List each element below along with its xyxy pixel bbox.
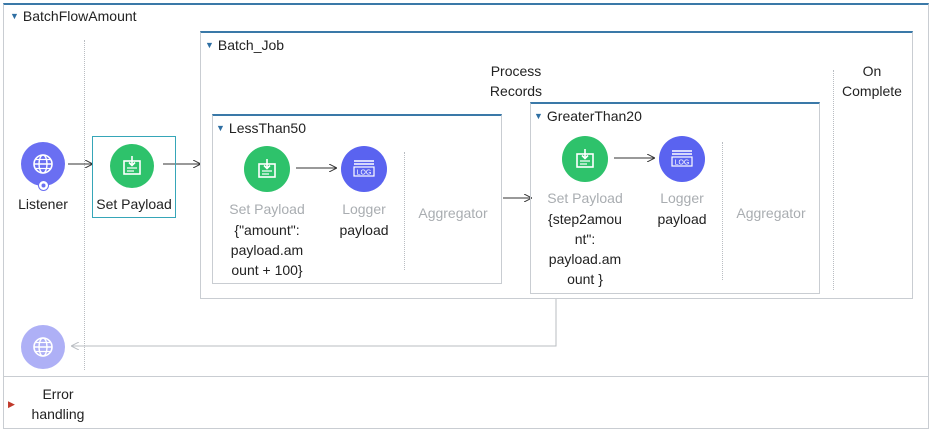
step1-logger-label: Logger: [324, 199, 404, 219]
expression-line: {"amount":: [222, 220, 312, 240]
step2-title[interactable]: ▼ GreaterThan20: [534, 108, 642, 124]
step2-logger-label: Logger: [642, 188, 722, 208]
step1-title-text: LessThan50: [229, 120, 306, 136]
step2-aggregator-divider: [722, 142, 723, 280]
expression-line: nt":: [540, 229, 630, 249]
step2-title-text: GreaterThan20: [547, 108, 642, 124]
expression-line: payload.am: [222, 240, 312, 260]
process-records-line: Records: [466, 81, 566, 101]
collapse-caret-icon[interactable]: ▼: [205, 40, 214, 50]
collapse-caret-icon[interactable]: ▼: [534, 111, 543, 121]
error-handling-line: handling: [18, 404, 98, 424]
expand-caret-icon[interactable]: ▶: [8, 399, 15, 410]
return-line: [72, 298, 556, 346]
on-complete-label: On Complete: [832, 61, 912, 101]
step2-set-payload-label: Set Payload: [540, 188, 630, 208]
error-handling-separator: [4, 376, 928, 377]
on-complete-divider: [833, 70, 834, 290]
step1-aggregator-label[interactable]: Aggregator: [408, 203, 498, 223]
process-records-label: Process Records: [466, 61, 566, 101]
error-handling-label[interactable]: Error handling: [18, 384, 98, 424]
set-payload-label: Set Payload: [92, 194, 176, 214]
expression-line: {step2amou: [540, 209, 630, 229]
response-globe-icon[interactable]: [21, 325, 65, 369]
on-complete-line: Complete: [832, 81, 912, 101]
expression-line: payload.am: [540, 249, 630, 269]
set-payload-icon[interactable]: [110, 144, 154, 188]
step2-set-payload-expression: {step2amou nt": payload.am ount }: [540, 209, 630, 289]
step2-logger-value: payload: [642, 209, 722, 229]
step1-logger-value: payload: [324, 220, 404, 240]
step2-logger-icon[interactable]: LOG: [659, 136, 705, 182]
batch-job-title[interactable]: ▼ Batch_Job: [205, 37, 284, 53]
process-records-line: Process: [466, 61, 566, 81]
on-complete-line: On: [832, 61, 912, 81]
batch-job-title-text: Batch_Job: [218, 37, 284, 53]
error-handling-line: Error: [18, 384, 98, 404]
step1-title[interactable]: ▼ LessThan50: [216, 120, 306, 136]
step1-logger-icon[interactable]: LOG: [341, 146, 387, 192]
expression-line: ount + 100}: [222, 260, 312, 280]
step1-set-payload-expression: {"amount": payload.am ount + 100}: [222, 220, 312, 280]
step1-set-payload-icon[interactable]: [244, 146, 290, 192]
collapse-caret-icon[interactable]: ▼: [216, 123, 225, 133]
svg-text:LOG: LOG: [675, 160, 690, 167]
step2-set-payload-icon[interactable]: [562, 136, 608, 182]
expression-line: ount }: [540, 269, 630, 289]
svg-text:LOG: LOG: [357, 170, 372, 177]
step2-aggregator-label[interactable]: Aggregator: [726, 203, 816, 223]
step1-set-payload-label: Set Payload: [222, 199, 312, 219]
step1-aggregator-divider: [404, 152, 405, 270]
